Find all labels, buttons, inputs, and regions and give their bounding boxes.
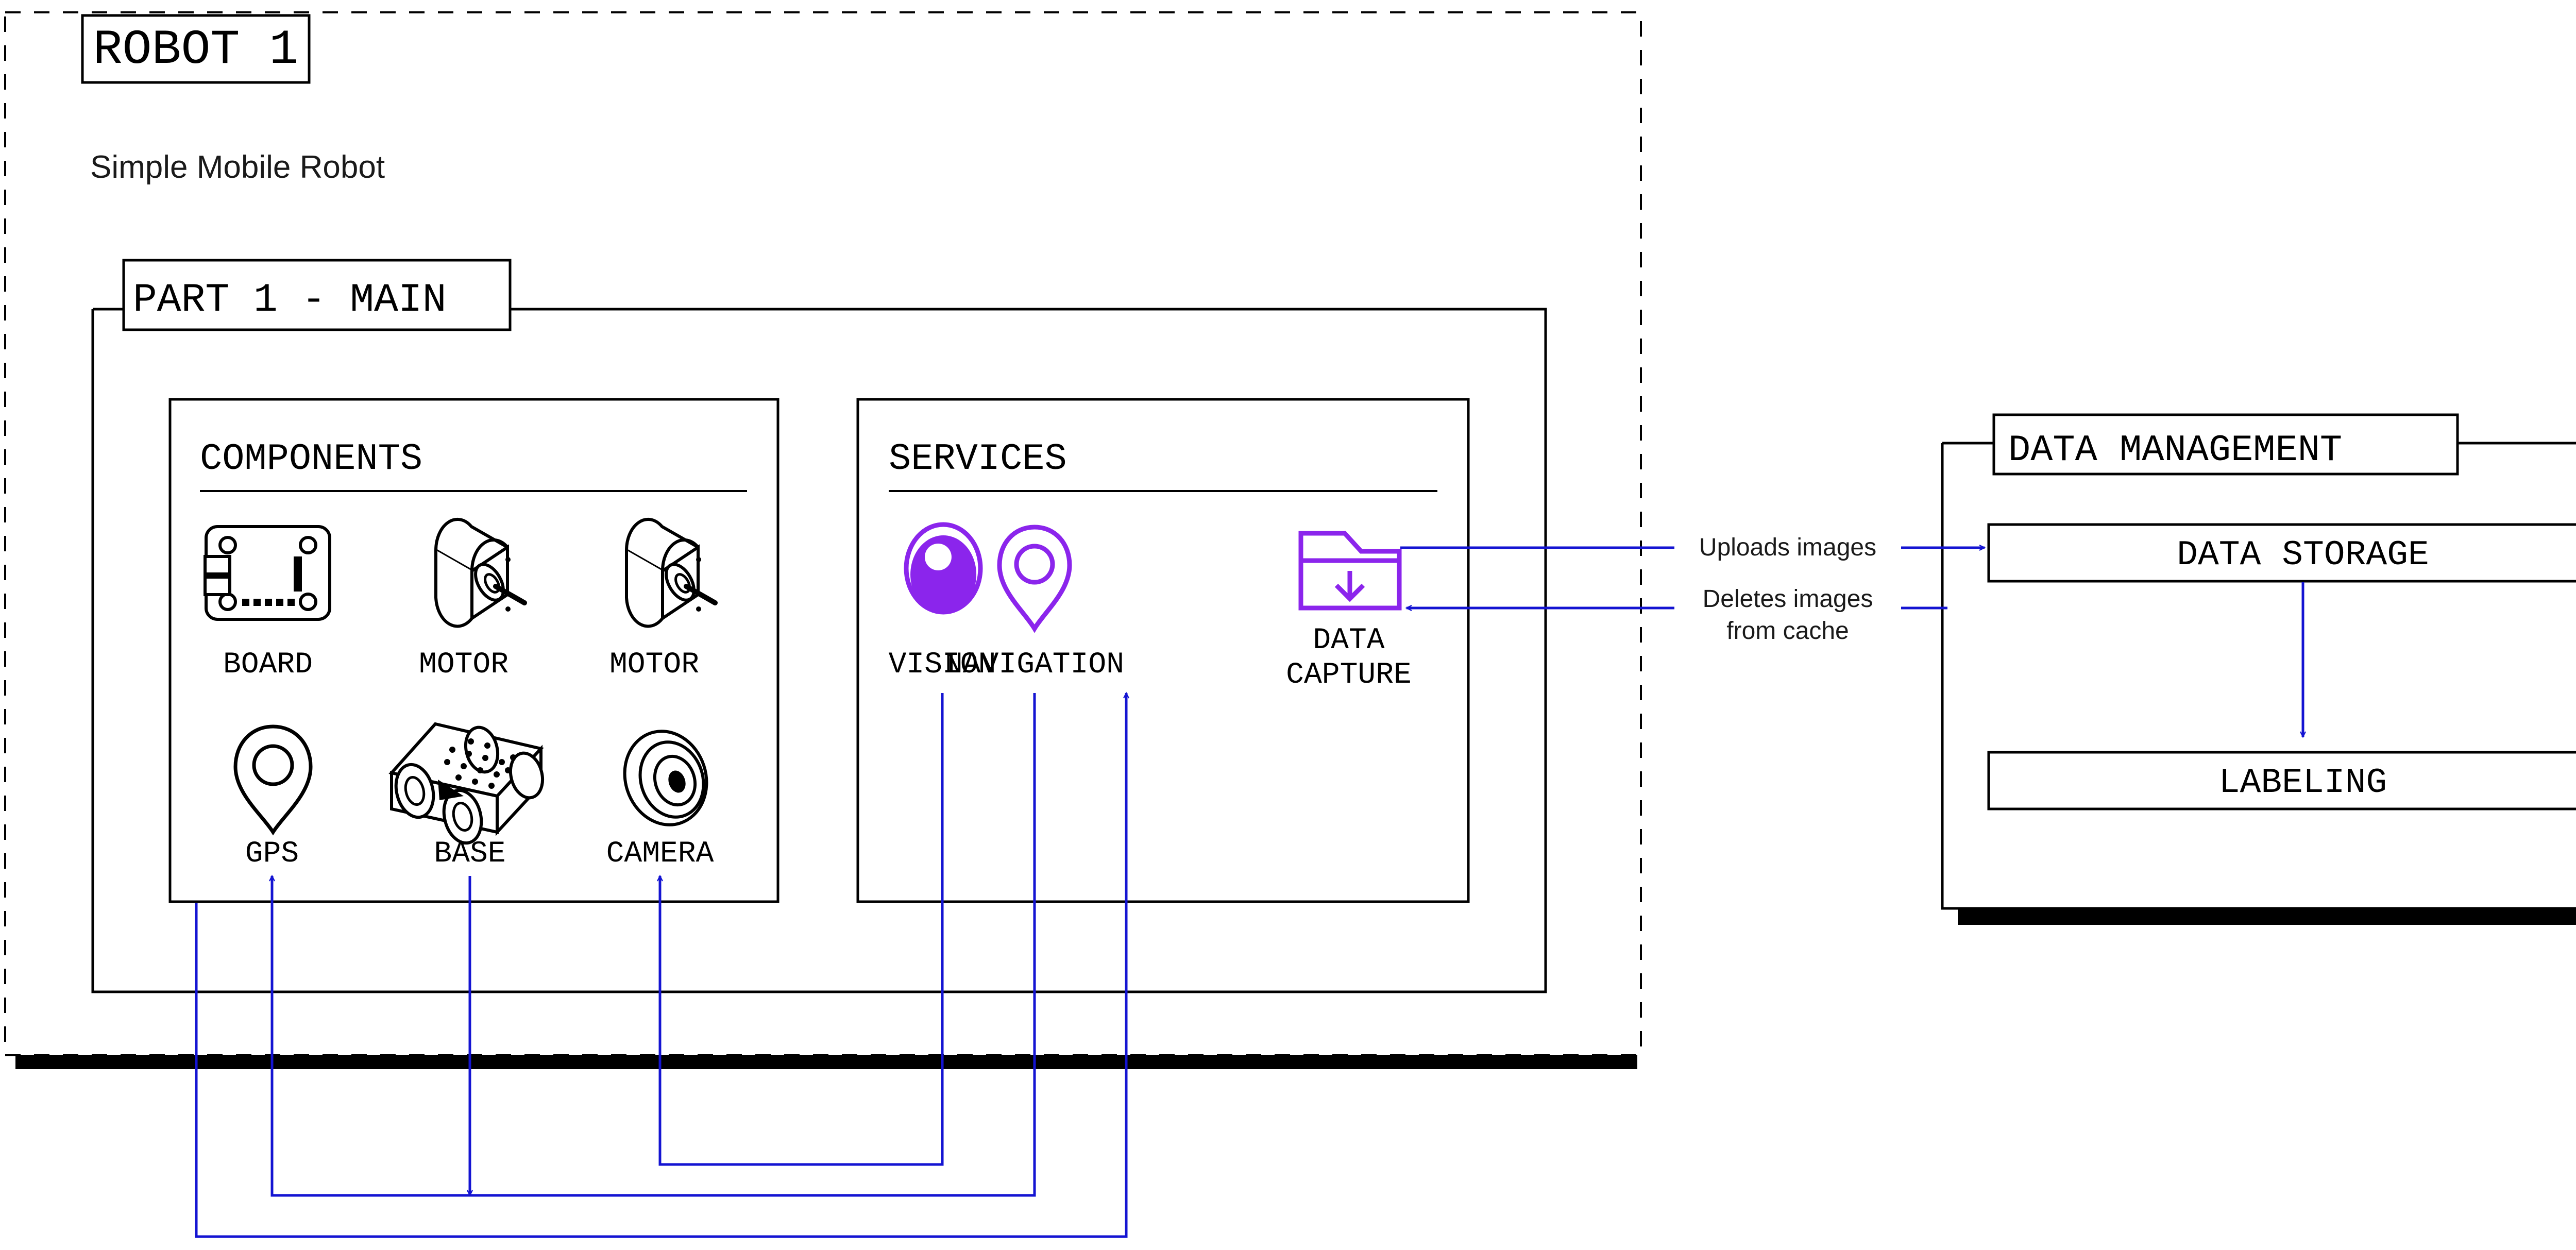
folder-download-icon <box>1298 531 1402 611</box>
service-label-datacapture-line1: DATA <box>1313 624 1384 657</box>
service-label-datacapture-line2: CAPTURE <box>1286 658 1412 692</box>
data-storage-label: DATA STORAGE <box>2177 535 2429 575</box>
edge-vision-to-camera <box>657 693 944 1166</box>
labeling-label: LABELING <box>2219 763 2387 803</box>
component-label-board: BOARD <box>223 648 313 682</box>
edge-label-deletes-images-line1: Deletes images <box>1703 585 1873 613</box>
component-label-motor-2: MOTOR <box>609 648 699 682</box>
motor-icon <box>434 517 527 628</box>
component-label-base: BASE <box>434 837 505 871</box>
components-heading: COMPONENTS <box>200 438 422 480</box>
edge-label-uploads-images: Uploads images <box>1699 534 1876 561</box>
services-panel: SERVICES VISION NAVIGATION DATA CAPTURE <box>856 398 1470 903</box>
rover-base-icon <box>388 722 544 845</box>
circuit-board-icon <box>204 525 331 621</box>
data-management-border <box>1941 442 2576 910</box>
data-management-shadow <box>1958 908 2576 925</box>
services-panel-border <box>856 398 1470 903</box>
part-main-title: PART 1 - MAIN <box>133 278 447 323</box>
data-storage-block[interactable] <box>1987 523 2576 583</box>
eye-icon <box>904 522 983 615</box>
connector-layer <box>195 545 1986 1238</box>
service-label-navigation: NAVIGATION <box>945 648 1124 682</box>
components-panel: COMPONENTS BOARD <box>168 398 779 903</box>
robot-subtitle: Simple Mobile Robot <box>90 149 385 185</box>
map-pin-icon <box>997 525 1072 633</box>
edge-datacapture-to-board <box>195 691 1129 1238</box>
data-management-card: DATA MANAGEMENT DATA STORAGE LABELING <box>1941 413 2576 925</box>
service-label-vision: VISION <box>889 648 996 682</box>
motor-icon <box>624 517 718 628</box>
part-main-group: PART 1 - MAIN <box>91 259 1547 993</box>
component-label-gps: GPS <box>245 837 299 871</box>
robot-title: ROBOT 1 <box>93 22 298 78</box>
services-heading: SERVICES <box>889 438 1067 480</box>
map-pin-icon <box>233 724 313 836</box>
edge-label-deletes-images-line2: from cache <box>1726 617 1849 645</box>
labeling-block[interactable] <box>1987 751 2576 810</box>
part-main-border <box>91 308 1547 993</box>
part-main-title-plate <box>122 259 512 331</box>
robot-title-plate: ROBOT 1 <box>81 14 311 84</box>
camera-lens-icon <box>623 730 708 826</box>
edge-navigation-to-gps <box>269 693 1036 1197</box>
component-label-motor-1: MOTOR <box>419 648 509 682</box>
data-management-title: DATA MANAGEMENT <box>2008 429 2342 471</box>
component-label-camera: CAMERA <box>606 837 714 871</box>
data-management-title-plate <box>1992 413 2459 476</box>
